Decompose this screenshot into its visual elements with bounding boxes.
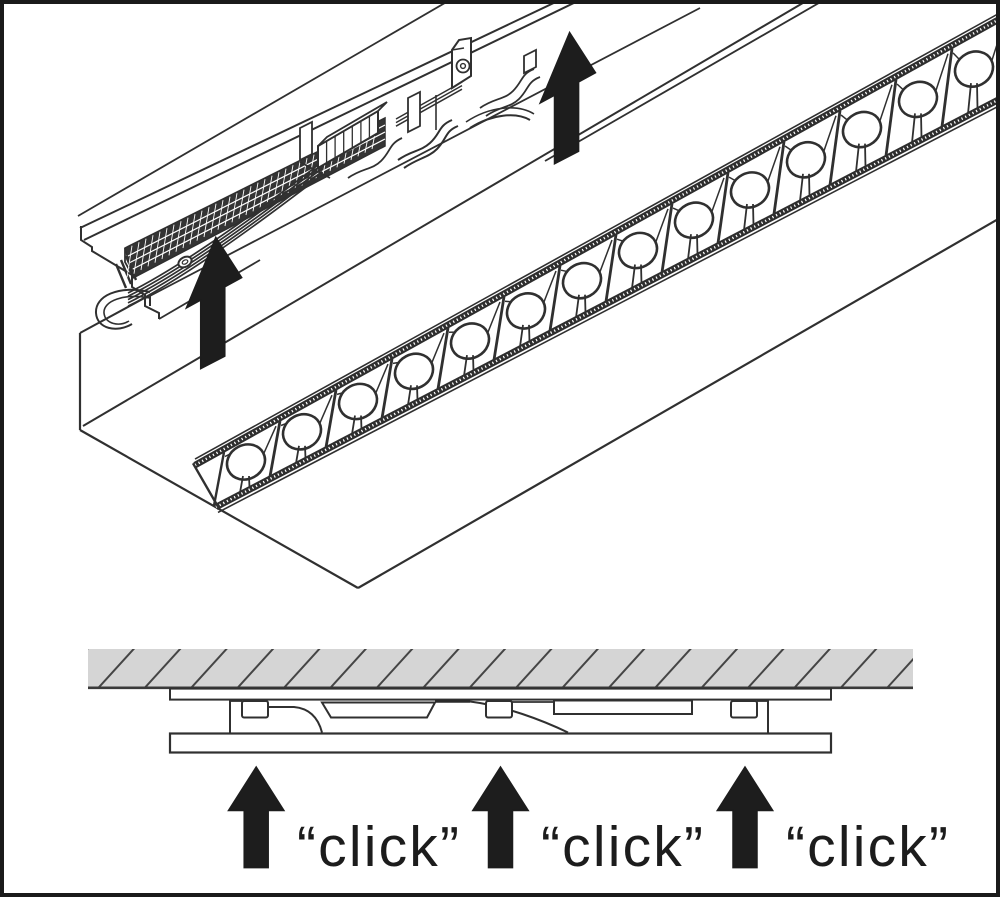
svg-text:“click”: “click” (786, 815, 950, 879)
svg-text:“click”: “click” (541, 815, 705, 879)
svg-text:“click”: “click” (297, 815, 461, 879)
